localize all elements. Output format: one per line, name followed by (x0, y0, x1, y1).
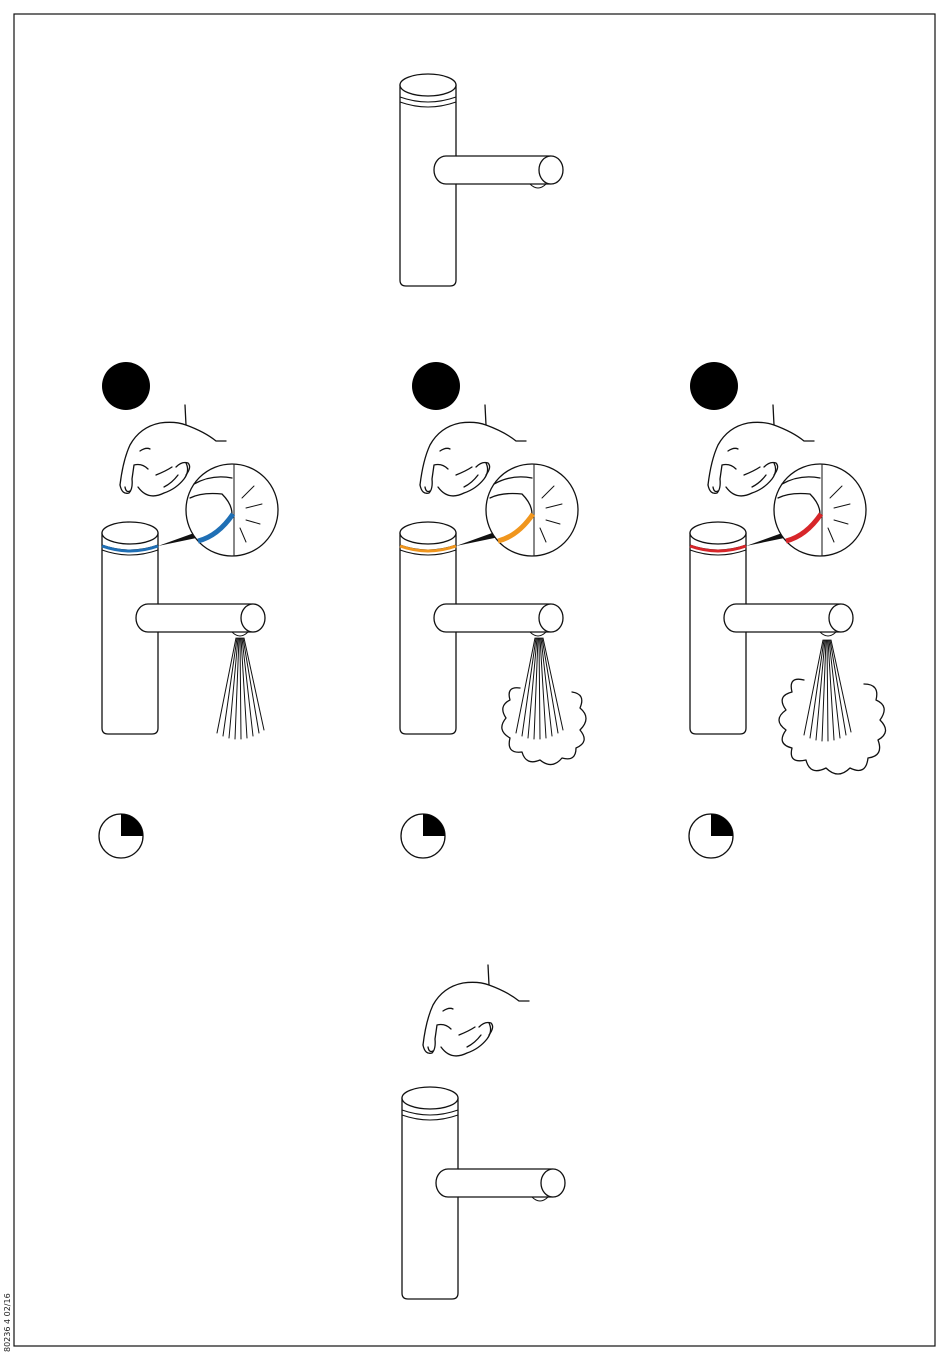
step-marker-icon (102, 362, 150, 410)
faucet-idle-top (400, 74, 563, 286)
step-cold (99, 362, 278, 858)
water-spray (217, 638, 264, 739)
quarter-clock-icon (689, 814, 733, 858)
timer-fill (121, 814, 143, 836)
step-marker-icon (690, 362, 738, 410)
step-marker-icon (412, 362, 460, 410)
quarter-clock-icon (99, 814, 143, 858)
steam-cloud (779, 679, 886, 774)
water-spray (516, 638, 563, 739)
quarter-clock-icon (401, 814, 445, 858)
timer-fill (423, 814, 445, 836)
hand-press-stop (423, 965, 529, 1056)
water-spray (804, 640, 851, 741)
faucet-idle-bottom (402, 1087, 565, 1299)
timer-fill (711, 814, 733, 836)
step-hot (689, 362, 886, 858)
step-warm (400, 362, 586, 858)
document-code: 80236 4 02/16 (3, 1300, 15, 1352)
